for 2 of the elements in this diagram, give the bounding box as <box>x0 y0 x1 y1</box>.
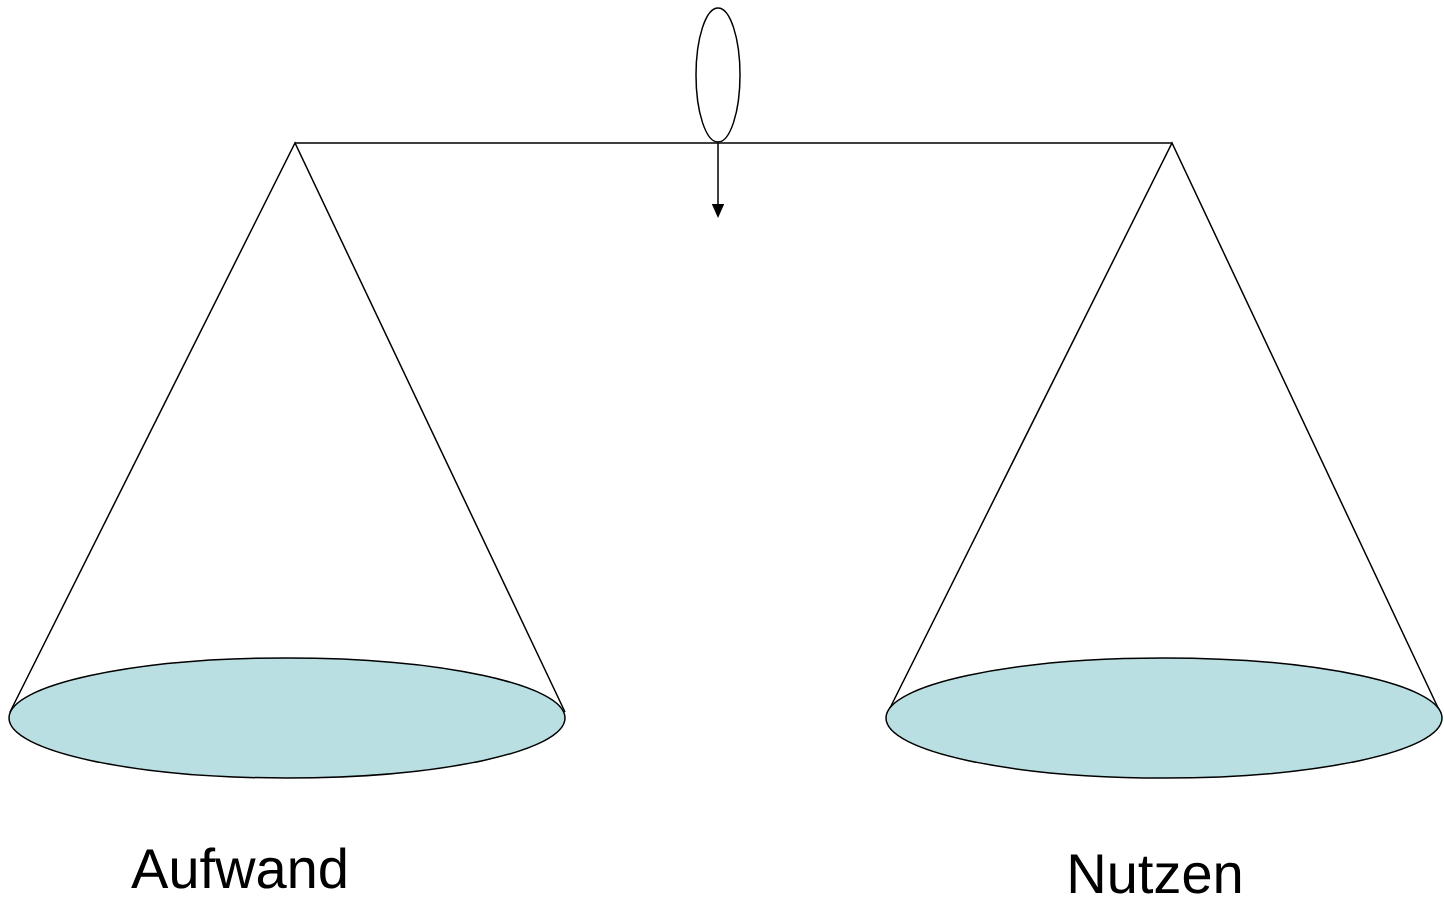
pan-label: Nutzen <box>1070 854 1241 894</box>
pan-label: Aufwand <box>131 847 346 889</box>
